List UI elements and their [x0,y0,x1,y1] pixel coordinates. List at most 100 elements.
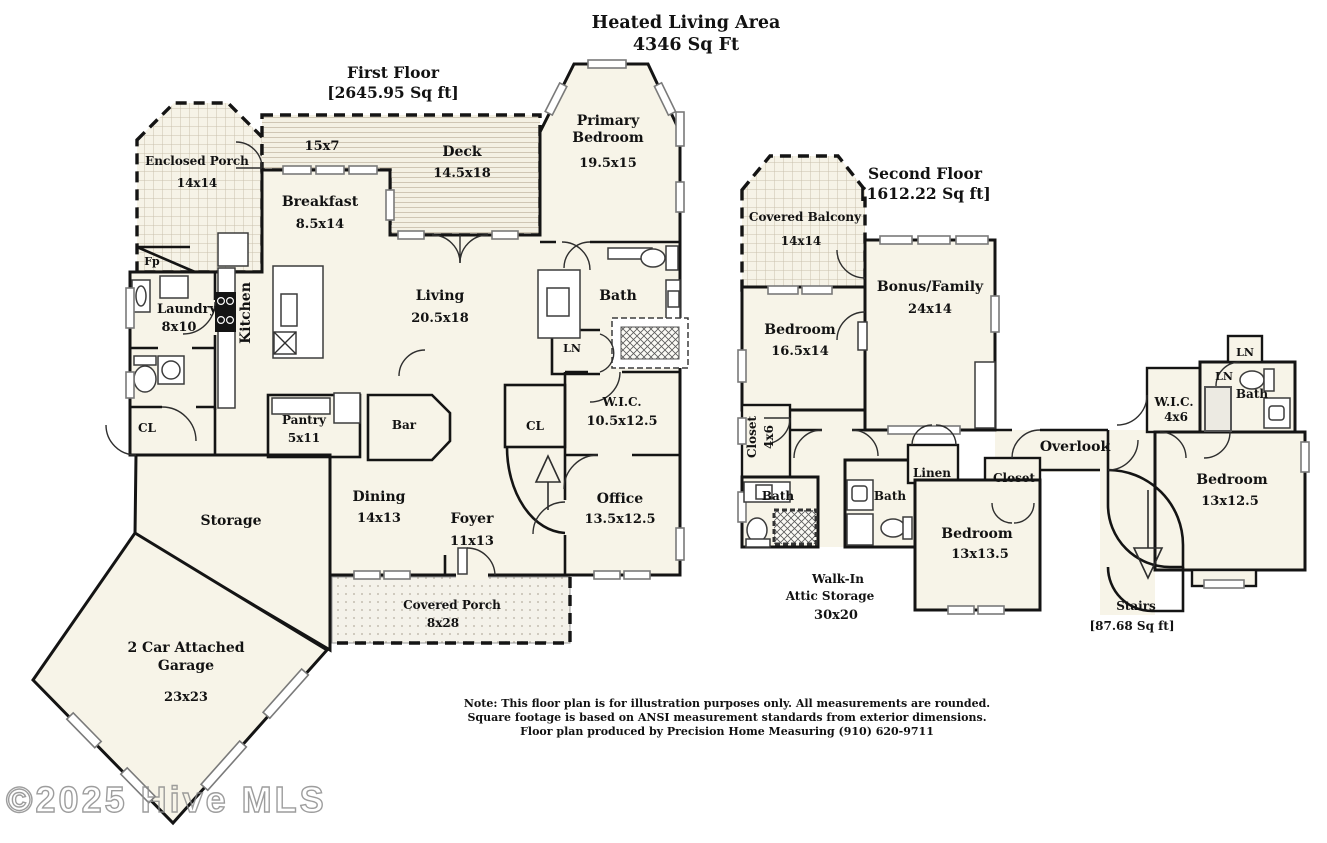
wic-label: W.I.C. [601,395,641,409]
first-floor-sqft: [2645.95 Sq ft] [327,83,458,102]
ln-top-label: LN [1236,346,1254,359]
first-floor-doors [105,141,621,580]
note-line-2: Square footage is based on ANSI measurem… [467,711,986,724]
office-dim: 13.5x12.5 [584,512,655,527]
bath2-fixtures [846,479,913,546]
first-floor-label: First Floor [347,63,440,82]
first-floor-interior-walls [130,240,680,575]
bonus-room [863,238,997,432]
fireplace-label: Fp [144,255,160,268]
bedroom3-label: Bedroom [1196,472,1268,488]
laundry-dim: 8x10 [162,320,197,335]
wic2-dim: 4x6 [1164,410,1188,424]
bedroom2-label: Bedroom [941,526,1013,542]
enclosed-porch-label: Enclosed Porch [145,154,249,168]
attic-label2: Attic Storage [785,589,875,603]
shower-stall [1204,386,1232,432]
wic2-label: W.I.C. [1153,395,1193,409]
covered-porch-dim: 8x28 [427,616,459,630]
primary-bath-fixtures [607,245,689,369]
deck-dim2: 15x7 [305,139,340,154]
kitchen-label: Kitchen [238,282,254,344]
bath1-fixtures [743,481,818,548]
ln-top-room [1226,334,1264,364]
garage-door [65,667,310,804]
bar-label: Bar [392,418,417,432]
foyer-label: Foyer [451,511,495,527]
first-floor-windows [125,59,685,580]
attic-dim: 30x20 [814,608,858,623]
balcony-door-arc [836,249,868,351]
bedroom1-label: Bedroom [764,322,836,338]
living-label: Living [416,288,465,304]
closet1-dim: 4x6 [762,425,776,449]
storage-area [133,453,332,653]
storage-label: Storage [200,513,261,529]
linen-closet-label: LN [563,342,581,355]
second-floor-sqft: [1612.22 Sq ft] [859,184,990,203]
primary-bedroom-label1: Primary [577,113,640,129]
covered-balcony-label: Covered Balcony [749,210,862,224]
bath2-label: Bath [874,489,906,503]
deck-label: Deck [442,144,482,160]
bedroom1-dim: 16.5x14 [771,344,829,359]
foyer-dim: 11x13 [450,534,494,549]
page-title-sqft: 4346 Sq Ft [633,35,739,55]
garage-label2: Garage [158,658,214,674]
bedroom3-dim: 13x12.5 [1201,494,1259,509]
stairs-up-arrow [534,454,562,510]
bath3-fixtures [1239,368,1291,429]
closet1-label: Closet [745,416,759,459]
pantry-dim: 5x11 [288,431,320,445]
linen-label: Linen [913,466,951,480]
pantry-label: Pantry [282,413,327,427]
primary-bedroom-label2: Bedroom [572,130,644,146]
second-floor-label: Second Floor [868,164,983,183]
office-label: Office [597,491,644,507]
bath3-label: Bath [1236,387,1268,401]
stairs-down [1106,430,1185,613]
overlook-label: Overlook [1040,439,1111,455]
labels: Heated Living Area 4346 Sq Ft First Floo… [5,13,1268,821]
covered-porch-area [331,576,571,644]
dining-label: Dining [353,489,406,505]
bedroom2-room [913,478,1042,612]
note-line-3: Floor plan produced by Precision Home Me… [520,725,934,738]
covered-porch-label: Covered Porch [403,598,501,612]
kitchen-fixtures [215,232,361,424]
bedroom2-dim: 13x13.5 [951,547,1009,562]
watermark: ©2025 Hive MLS [6,779,327,820]
breakfast-label: Breakfast [282,194,359,210]
dining-dim: 14x13 [357,511,401,526]
page-title: Heated Living Area [592,13,781,33]
cl-foyer-label: CL [526,419,545,433]
bonus-label: Bonus/Family [877,279,984,295]
linen-room [906,443,960,485]
stairs-sqft: [87.68 Sq ft] [1089,619,1174,633]
ln-inner-label: LN [1215,370,1233,383]
garage-label1: 2 Car Attached [127,640,244,656]
note-line-1: Note: This floor plan is for illustratio… [464,697,990,710]
wic-dim: 10.5x12.5 [586,414,657,429]
covered-balcony-dim: 14x14 [781,234,822,248]
garage-dim: 23x23 [164,690,208,705]
closet2-label: Closet [993,471,1036,485]
enclosed-porch-dim: 14x14 [177,176,218,190]
breakfast-dim: 8.5x14 [296,217,344,232]
laundry-label: Laundry [157,302,217,317]
garage-area [31,530,330,826]
laundry-fixtures [131,275,189,393]
covered-porch-dashed-border [332,577,572,645]
living-dim: 20.5x18 [411,311,469,326]
stairs-label: Stairs [1116,599,1156,613]
bedroom1-room [740,285,867,412]
attic-label1: Walk-In [811,572,864,586]
second-floor-doors [398,311,1241,524]
attic-corridor [818,460,845,547]
deck-dim: 14.5x18 [433,166,491,181]
bonus-dim: 24x14 [908,302,952,317]
primary-bedroom-dim: 19.5x15 [579,156,637,171]
bath1-label: Bath [762,489,794,503]
